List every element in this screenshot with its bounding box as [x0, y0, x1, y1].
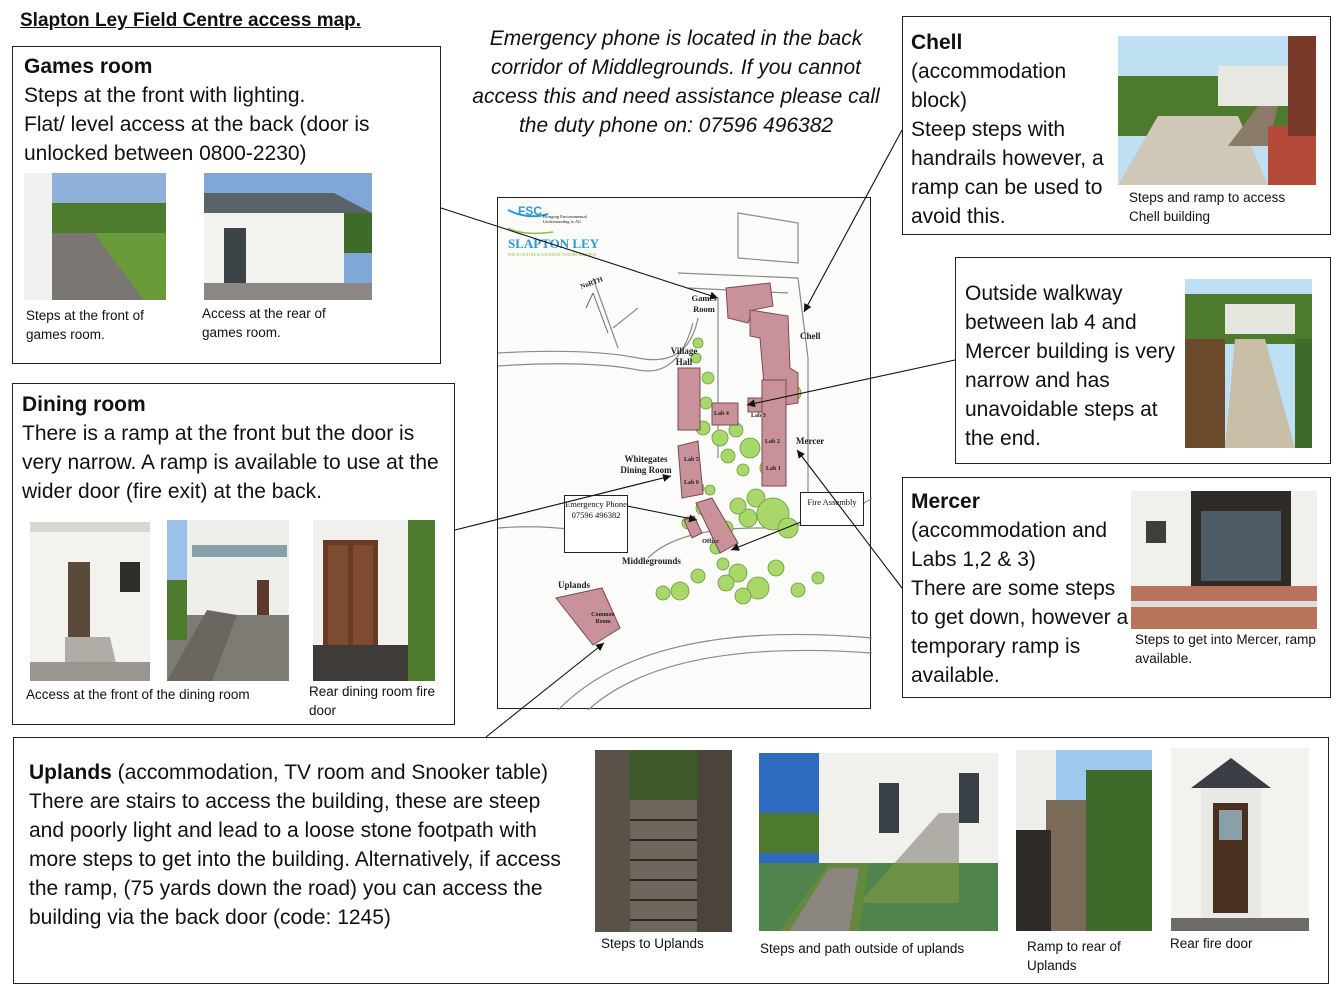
games-room-rear-photo [204, 173, 372, 300]
map-lab1-label: Lab 1 [766, 466, 781, 472]
uplands-fire-door-caption: Rear fire door [1170, 936, 1253, 951]
dining-room-rear-caption: Rear dining room fire door [309, 684, 436, 718]
chell-photo [1118, 36, 1316, 185]
logo-fsc: FSC [518, 204, 542, 218]
site-map: FSC Bringing Environmental Understanding… [497, 197, 872, 710]
uplands-ramp-caption: Ramp to rear of Uplands [1027, 939, 1121, 973]
uplands-heading-rest: (accommodation, TV room and Snooker tabl… [111, 761, 549, 784]
map-lab2-label: Lab 2 [765, 439, 780, 445]
uplands-ramp-photo [1016, 750, 1152, 931]
dining-room-panel: Dining room There is a ramp at the front… [12, 383, 455, 725]
uplands-path-photo [759, 753, 998, 931]
walkway-photo [1185, 279, 1312, 448]
mercer-subheading: (accommodation and Labs 1,2 & 3) [911, 519, 1108, 571]
map-uplands-label: Uplands [558, 580, 591, 590]
map-middlegrounds-label: Middlegrounds [622, 556, 681, 566]
walkway-body: Outside walkway between lab 4 and Mercer… [965, 282, 1176, 450]
chell-subheading: (accommodation block) [911, 60, 1067, 112]
games-room-line1: Steps at the front with lighting. [24, 84, 306, 107]
dining-room-ramp-photo [167, 520, 289, 681]
dining-room-rear-photo [313, 520, 435, 681]
chell-caption: Steps and ramp to access Chell building [1129, 190, 1286, 224]
map-village-hall-label: Village Hall [670, 346, 698, 367]
site-map-drawing [498, 209, 872, 710]
map-office-label: Office [702, 538, 719, 545]
uplands-heading-line: Uplands (accommodation, TV room and Snoo… [29, 758, 589, 787]
chell-body: Steep steps with handrails however, a ra… [911, 118, 1104, 228]
mercer-body: There are some steps to get down, howeve… [911, 577, 1129, 687]
map-games-room-label: Games Room [691, 293, 717, 314]
map-lab3-label: Lab 3 [751, 413, 766, 419]
walkway-panel: Outside walkway between lab 4 and Mercer… [955, 257, 1331, 464]
map-chell-label: Chell [800, 331, 821, 341]
map-whitegates-label: Whitegates Dining Room [620, 454, 672, 475]
map-emergency-phone-box: Emergency Phone 07596 496382 [564, 495, 628, 553]
dining-room-heading: Dining room [22, 393, 146, 416]
dining-room-front-photo [30, 522, 150, 681]
dining-room-body: There is a ramp at the front but the doo… [22, 422, 439, 503]
map-lab6-label: Lab 6 [684, 480, 699, 486]
games-room-heading: Games room [24, 55, 153, 78]
chell-panel: Chell (accommodation block) Steep steps … [902, 16, 1331, 235]
games-room-panel: Games room Steps at the front with light… [12, 46, 441, 364]
dining-room-front-caption: Access at the front of the dining room [26, 687, 250, 702]
page-title: Slapton Ley Field Centre access map. [20, 10, 362, 31]
games-room-front-photo [24, 173, 166, 300]
mercer-caption: Steps to get into Mercer, ramp available… [1135, 632, 1316, 666]
uplands-steps-photo [595, 750, 732, 932]
logo-subtitle: FIELD CENTRE & NATIONAL NATURE RESERVE [508, 252, 597, 257]
north-arrow [585, 292, 609, 334]
map-lab4-label: Lab 4 [714, 411, 729, 417]
map-mercer-label: Mercer [796, 436, 825, 446]
uplands-fire-door-photo [1171, 748, 1309, 931]
games-room-rear-caption: Access at the rear of games room. [202, 306, 326, 340]
mercer-photo [1131, 491, 1317, 629]
emergency-notice: Emergency phone is located in the back c… [472, 27, 880, 137]
mercer-panel: Mercer (accommodation and Labs 1,2 & 3) … [902, 477, 1331, 698]
mercer-heading: Mercer [911, 490, 980, 513]
logo-tagline: Bringing Environmental Understanding to … [543, 214, 587, 224]
map-common-room-label: Common Room [591, 612, 615, 625]
uplands-steps-caption: Steps to Uplands [601, 936, 704, 951]
map-lab5-label: Lab 5 [684, 457, 699, 463]
map-fire-assembly-box: Fire Assembly [800, 492, 864, 526]
games-room-front-caption: Steps at the front of games room. [26, 308, 144, 342]
uplands-heading: Uplands [29, 761, 112, 784]
logo-name: SLAPTON LEY [508, 236, 600, 251]
uplands-path-caption: Steps and path outside of uplands [760, 941, 965, 956]
chell-heading: Chell [911, 31, 963, 54]
games-room-line2: Flat/ level access at the back (door is … [24, 113, 370, 165]
uplands-panel: Uplands (accommodation, TV room and Snoo… [13, 737, 1329, 984]
uplands-body: There are stairs to access the building,… [29, 790, 561, 929]
